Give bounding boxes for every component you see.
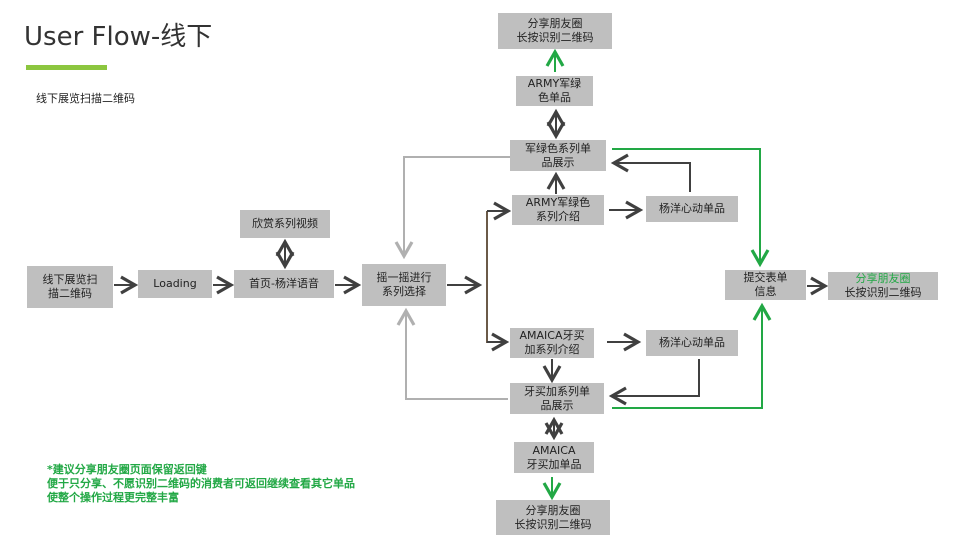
node-army-item: ARMY军绿 色单品 (516, 76, 593, 106)
title-underline (26, 65, 107, 70)
page-title: User Flow-线下 (24, 22, 213, 52)
node-amaica-display: 牙买加系列单 品展示 (510, 383, 604, 414)
node-home: 首页-杨洋语音 (234, 270, 334, 298)
node-video: 欣赏系列视频 (240, 210, 330, 238)
node-shake: 摇一摇进行 系列选择 (362, 264, 446, 306)
arrow-heart-army-display (610, 153, 691, 192)
share-right-line1: 分享朋友圈 (855, 272, 911, 285)
page-subtitle: 线下展览扫描二维码 (36, 92, 135, 105)
node-army-intro: ARMY军绿色 系列介绍 (512, 195, 604, 225)
arrow-heart-amaica-display (608, 359, 700, 406)
share-right-line2: 长按识别二维码 (844, 286, 922, 299)
node-share-right: 分享朋友圈 长按识别二维码 (828, 272, 938, 300)
return-army-shake (394, 156, 510, 260)
node-army-display: 军绿色系列单 品展示 (510, 140, 606, 171)
node-heart-bottom: 杨洋心动单品 (646, 330, 738, 356)
return-amaica-shake (396, 307, 508, 400)
green-army-submit (612, 148, 770, 268)
node-scan: 线下展览扫 描二维码 (27, 266, 113, 308)
node-amaica-item: AMAICA 牙买加单品 (514, 442, 594, 473)
green-amaica-submit (612, 302, 772, 409)
node-heart-top: 杨洋心动单品 (646, 196, 738, 222)
node-amaica-intro: AMAICA牙买 加系列介绍 (510, 328, 594, 358)
node-share-top: 分享朋友圈 长按识别二维码 (498, 13, 612, 49)
node-loading: Loading (138, 270, 212, 298)
node-submit: 提交表单 信息 (725, 270, 806, 300)
node-share-bottom: 分享朋友圈 长按识别二维码 (496, 500, 610, 535)
recommendation-note: *建议分享朋友圈页面保留返回键 便于只分享、不愿识别二维码的消费者可返回继续查看… (47, 463, 355, 504)
